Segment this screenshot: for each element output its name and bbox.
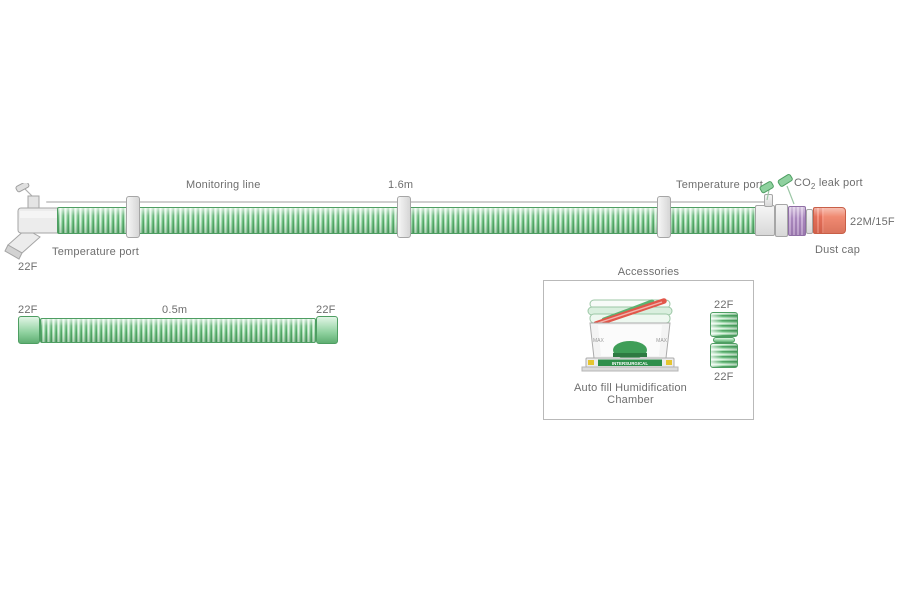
temperature-port-cap-right [759,181,774,201]
short-tube-connector-right [316,316,338,344]
dust-cap-connector-22m15f [813,207,846,234]
adapter-bottom-label: 22F [714,371,734,383]
tube-clip-2 [397,196,411,238]
svg-text:INTERSURGICAL: INTERSURGICAL [612,361,648,366]
tube-clip-3 [657,196,671,238]
tube-clip-1 [126,196,140,238]
temperature-port-right-label: Temperature port [676,179,763,191]
humidification-chamber-illustration: MAX MAX INTERSURGICAL [581,298,679,372]
adapter-top-label: 22F [714,299,734,311]
accessories-title: Accessories [617,266,680,278]
short-tube-right-label: 22F [316,304,336,316]
dust-cap-label: Dust cap [815,244,861,256]
connector-size-label: 22M/15F [850,216,895,228]
adapter-middle-collar [713,337,735,343]
right-end-body [775,204,788,237]
connector-ring [806,209,813,234]
left-connector-size-label: 22F [18,261,38,273]
short-tube-length-label: 0.5m [162,304,188,316]
temperature-port-left-label: Temperature port [52,246,139,258]
monitoring-line-label: Monitoring line [186,179,261,191]
short-tube-connector-left [18,316,40,344]
co2-leak-port-label: CO2 leak port [794,177,863,192]
purple-connector [788,206,806,236]
short-tube-body [40,318,316,343]
port-caps-overlay [759,174,795,205]
short-tube-left-label: 22F [18,304,38,316]
wye-connector [4,183,63,260]
svg-text:MAX: MAX [593,338,605,344]
chamber-caption-line2: Chamber [607,394,654,406]
chamber-caption-line1: Auto fill Humidification [573,382,687,394]
adapter-bottom-cylinder [710,343,738,368]
svg-text:MAX: MAX [656,338,668,344]
co2-leak-port-cap [777,174,795,205]
main-tube-length-label: 1.6m [388,179,414,191]
adapter-top-cylinder [710,312,738,337]
